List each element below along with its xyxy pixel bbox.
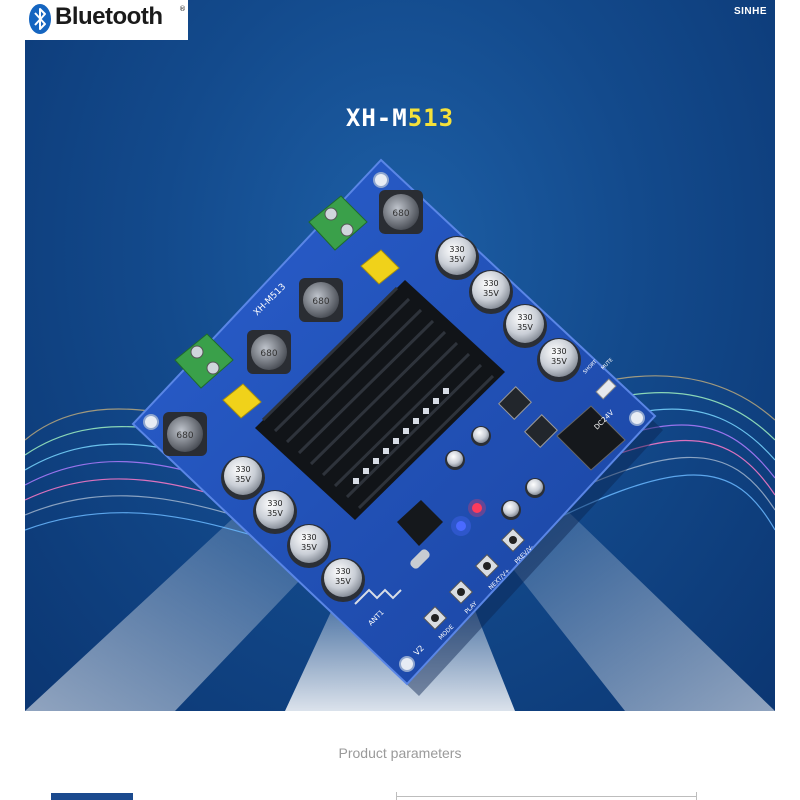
mounting-holes [143,172,645,672]
capacitor-voltage: 35V [267,509,283,518]
capacitor-voltage: 35V [551,357,567,366]
capacitor-value: 330 [335,567,350,576]
title-letter: M [392,104,408,132]
title-number: 513 [407,104,455,132]
section-title: Product parameters [338,745,462,761]
corner-brand-label: SINHE [733,6,767,17]
control-buttons [422,527,526,631]
dc-power-jack [556,405,626,471]
brand-name: Bluetooth [55,3,163,30]
capacitor-value: 330 [235,465,250,474]
crystal-oscillator [410,549,430,569]
bluetooth-chip [397,500,443,546]
speaker-terminal-top [308,195,368,251]
short-mute-switch [595,378,617,400]
capacitor-value: 330 [449,245,464,254]
capacitor-value: 330 [551,347,566,356]
pin-header [353,388,449,484]
capacitor-value: 330 [301,533,316,542]
bluetooth-icon [29,4,51,34]
brand-logo-box: Bluetooth ® [25,0,188,40]
capacitor-value: 330 [267,499,282,508]
product-hero: Bluetooth ® SINHE XH-M513 [25,0,775,711]
speaker-terminal-left [174,333,234,389]
product-title: XH-M513 [25,104,775,132]
capacitor-value: 330 [517,313,532,322]
capacitor-voltage: 35V [483,289,499,298]
pcb-antenna [354,588,402,605]
status-leds [451,499,486,536]
registered-mark: ® [179,5,186,13]
inductor-label: 680 [312,297,329,307]
voltage-regulators [498,386,558,448]
capacitor-voltage: 35V [301,543,317,552]
dimension-line [396,796,696,797]
parameter-header-bar [51,793,133,800]
capacitor-voltage: 35V [235,475,251,484]
switch-label-mute: MUTE [600,357,614,371]
inductors: 680 680 680 680 [163,190,423,456]
heatsink [255,280,505,520]
inductor-label: 680 [260,349,277,359]
title-prefix: XH- [345,104,393,132]
capacitor-voltage: 35V [517,323,533,332]
inductor-label: 680 [392,209,409,219]
film-capacitors [222,249,400,419]
inductor-label: 680 [176,431,193,441]
capacitor-value: 330 [483,279,498,288]
small-capacitors [445,426,545,520]
capacitor-voltage: 35V [335,577,351,586]
dimension-tick-right [696,792,697,800]
capacitor-voltage: 35V [449,255,465,264]
